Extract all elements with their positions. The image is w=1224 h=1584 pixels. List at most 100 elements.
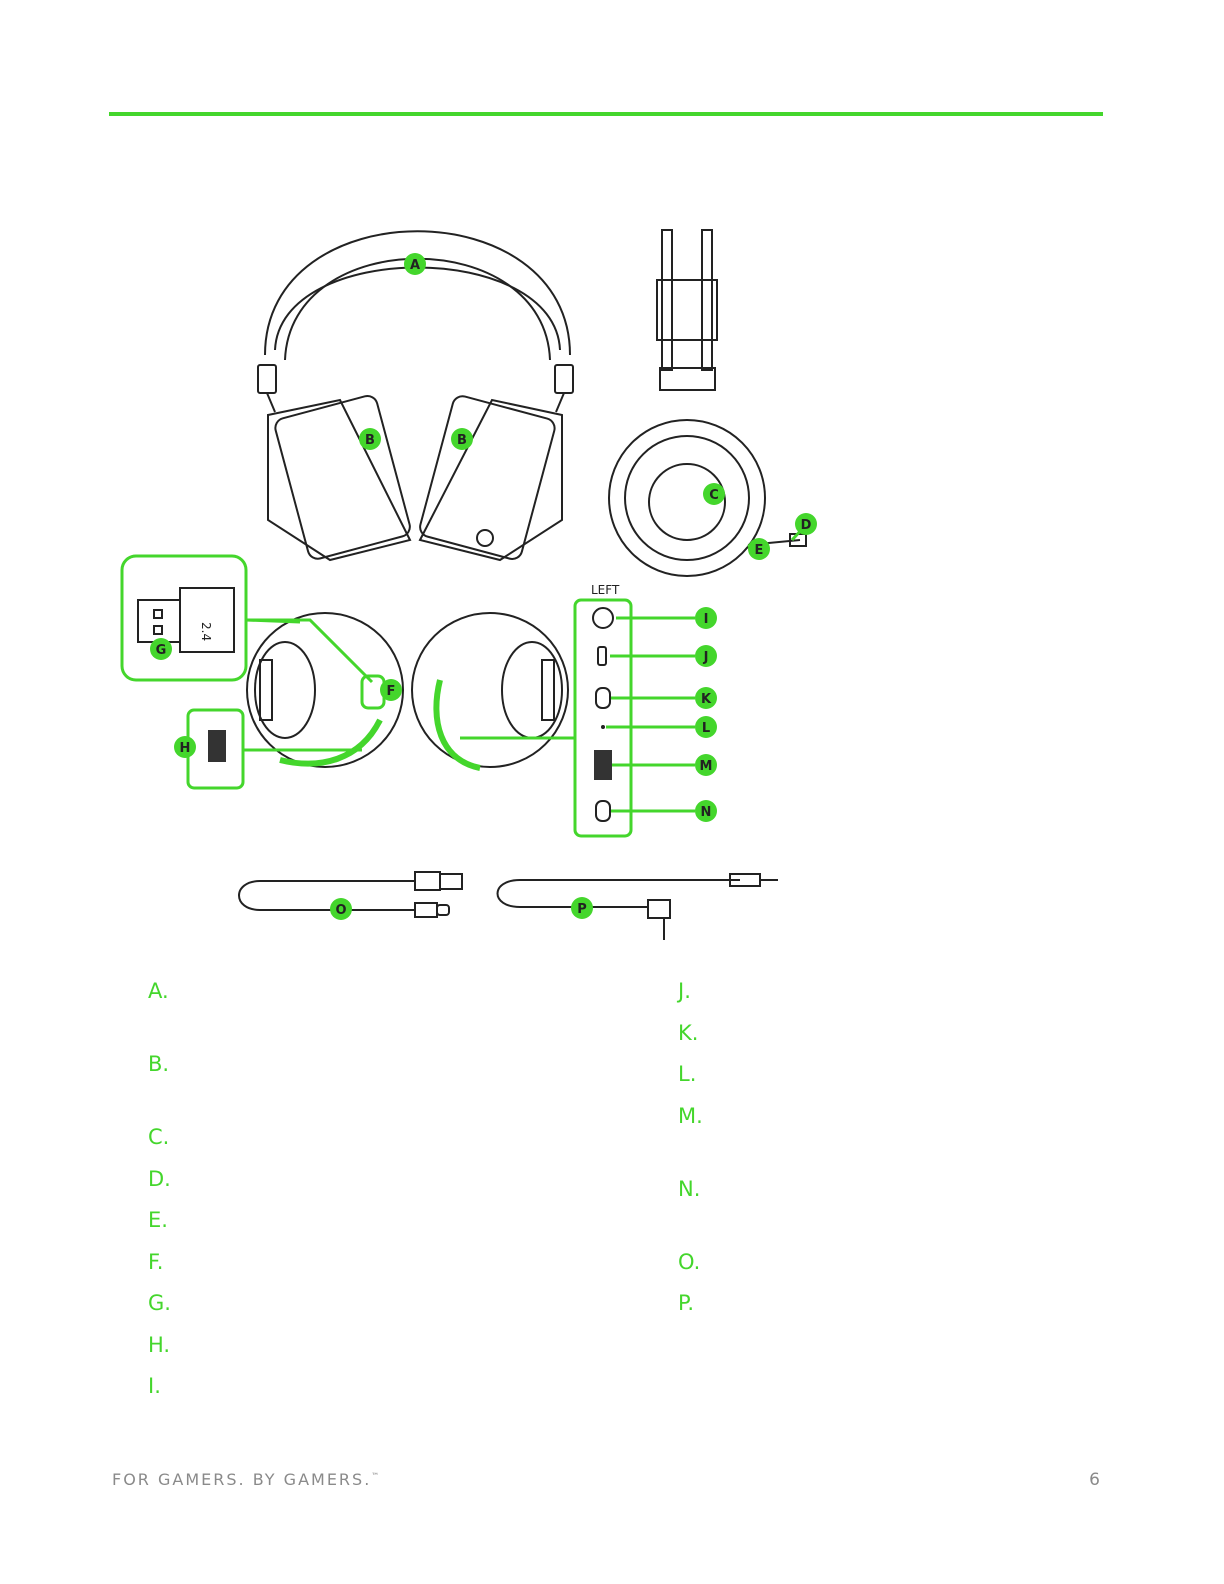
legend-item-g: G. — [148, 1291, 171, 1315]
dongle — [137, 587, 235, 653]
left-earcup-shell — [267, 398, 412, 562]
dongle-callout-line-1 — [246, 618, 374, 684]
usb-a-plug — [414, 871, 441, 891]
side-yoke — [659, 367, 716, 391]
usb-c-plug — [414, 902, 438, 918]
dongle-label: 2.4 — [199, 622, 213, 641]
callout-e: E — [748, 538, 770, 560]
left-earcup-green-edge — [279, 718, 383, 767]
usb-a-connector — [439, 873, 463, 890]
svg-text:F: F — [387, 684, 396, 699]
svg-text:O: O — [335, 903, 346, 918]
legend-item-l: L. — [678, 1062, 697, 1086]
bottom-left-earcup-band — [259, 659, 273, 721]
legend-item-p: P. — [678, 1291, 695, 1315]
control-l-led — [601, 725, 605, 729]
legend-item-i: I. — [148, 1374, 161, 1398]
trademark-symbol: ™ — [371, 1471, 380, 1481]
dongle-callout-box — [120, 554, 248, 682]
left-side-label: LEFT — [591, 583, 620, 597]
callout-a: A — [404, 253, 426, 275]
callout-p: P — [571, 897, 593, 919]
volume-wheel — [208, 730, 226, 762]
callout-c: C — [703, 483, 725, 505]
right-hinge — [554, 364, 574, 394]
svg-text:G: G — [156, 643, 167, 658]
side-earcup-plate — [648, 463, 726, 541]
side-headband-left-rail — [661, 229, 673, 371]
legend-item-k: K. — [678, 1020, 699, 1045]
callout-f: F — [380, 679, 402, 701]
callout-l: L — [695, 716, 717, 738]
headset-diagram-svg: 2.4 LEFT A B B C D E F G H I J K L M — [120, 229, 817, 940]
bottom-left-earcup — [246, 612, 404, 768]
bottom-right-earcup-band — [541, 659, 555, 721]
svg-text:H: H — [180, 741, 191, 756]
control-n-button — [595, 800, 611, 822]
callout-o: O — [330, 898, 352, 920]
callout-i: I — [695, 607, 717, 629]
side-controls-callout-box — [573, 598, 633, 838]
footer-tagline-text: FOR GAMERS. BY GAMERS. — [112, 1470, 372, 1489]
callout-g: G — [150, 638, 172, 660]
audio-cable — [496, 879, 740, 908]
side-earcup-ring — [624, 435, 750, 561]
left-earcup-pad — [274, 394, 411, 560]
audio-plug-angled — [647, 899, 671, 919]
right-earcup-shell — [418, 398, 563, 562]
callout-n: N — [695, 800, 717, 822]
svg-text:P: P — [577, 902, 587, 917]
control-j-port — [597, 646, 607, 666]
legend-item-m: M. — [678, 1103, 703, 1128]
usb-cable — [238, 880, 415, 911]
svg-text:L: L — [702, 721, 710, 736]
callout-badges: A B B C D E F G H I J K L M N O P — [150, 253, 817, 920]
page-number: 6 — [1089, 1470, 1100, 1490]
svg-text:M: M — [700, 759, 713, 774]
svg-text:E: E — [755, 543, 764, 558]
legend-item-b: B. — [148, 1052, 170, 1076]
bottom-left-earcup-plate — [254, 641, 316, 739]
callout-m: M — [695, 754, 717, 776]
legend-item-f: F. — [148, 1249, 164, 1274]
svg-text:A: A — [410, 258, 420, 273]
legend-item-o: O. — [678, 1249, 701, 1274]
svg-text:C: C — [709, 488, 719, 503]
callout-h: H — [174, 736, 196, 758]
side-earcup-outer — [608, 419, 766, 577]
callout-j: J — [695, 645, 717, 667]
dongle-callout-line-2 — [245, 618, 301, 624]
callout-b-left: B — [359, 428, 381, 450]
callout-b-right: B — [451, 428, 473, 450]
svg-text:B: B — [365, 433, 375, 448]
right-earcup-port — [476, 529, 494, 547]
svg-text:I: I — [704, 612, 709, 627]
svg-text:D: D — [801, 518, 812, 533]
headband-outer — [264, 230, 571, 356]
bottom-right-earcup — [411, 612, 569, 768]
svg-text:N: N — [701, 805, 712, 820]
control-m-wheel — [594, 750, 612, 780]
legend-left-column: A. B. C. D. E. F. G. H. I. — [148, 975, 171, 1402]
top-green-rule — [109, 112, 1103, 116]
legend-item-h: H. — [148, 1332, 171, 1357]
control-i-port — [592, 607, 614, 629]
side-slider-block — [656, 279, 718, 341]
legend-item-e: E. — [148, 1208, 168, 1232]
control-k-button — [595, 687, 611, 709]
left-hinge — [257, 364, 277, 394]
callout-d: D — [795, 513, 817, 535]
legend-item-c: C. — [148, 1125, 170, 1149]
legend-right-column: J. K. L. M. N. O. P. — [678, 975, 703, 1319]
side-headband-right-rail — [701, 229, 713, 371]
legend-item-a: A. — [148, 979, 169, 1003]
legend-item-j: J. — [678, 979, 691, 1003]
legend-item-d: D. — [148, 1166, 171, 1191]
usb-c-connector — [436, 904, 450, 916]
svg-text:K: K — [701, 692, 712, 707]
footer-tagline: FOR GAMERS. BY GAMERS.™ — [112, 1470, 379, 1489]
svg-text:B: B — [457, 433, 467, 448]
callout-k: K — [695, 687, 717, 709]
headband-pad — [274, 266, 561, 351]
svg-text:J: J — [703, 650, 709, 665]
